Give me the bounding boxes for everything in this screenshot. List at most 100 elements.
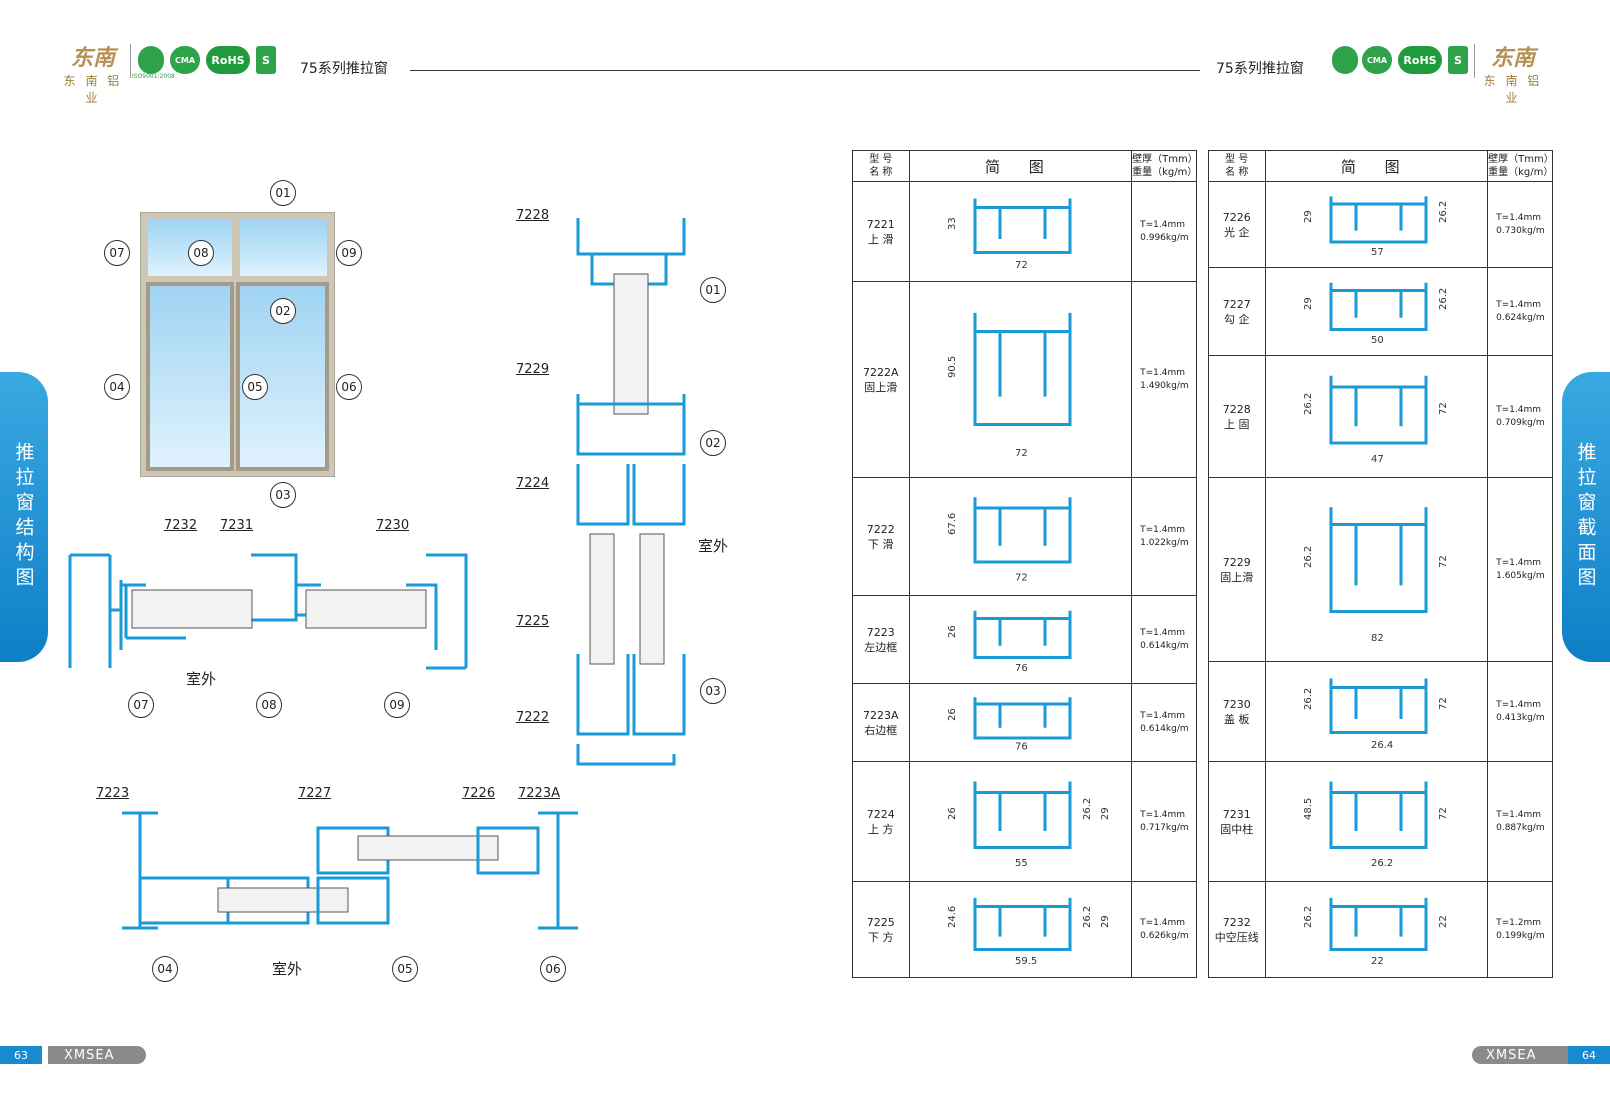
profile-code: 7223 bbox=[866, 625, 895, 639]
profile-code-label: 7223A bbox=[518, 786, 560, 801]
profile-name: 上 固 bbox=[1224, 417, 1250, 431]
dimension-label: 29 bbox=[1303, 297, 1314, 310]
wall-thickness: T=1.4mm bbox=[1496, 404, 1541, 415]
profile-section-drawing: 48.526.272 bbox=[1303, 781, 1449, 869]
dimension-label: 26 bbox=[947, 625, 958, 638]
dimension-label: 26.2 bbox=[1371, 858, 1393, 869]
dimension-label: 26.2 bbox=[1082, 798, 1093, 820]
dimension-label: 57 bbox=[1371, 247, 1384, 258]
profile-code-label: 7229 bbox=[516, 362, 550, 377]
profile-code-label: 7226 bbox=[462, 786, 496, 801]
profile-section-drawing: 67.672 bbox=[947, 497, 1072, 583]
wall-thickness: T=1.4mm bbox=[1140, 367, 1186, 378]
profile-outline bbox=[1329, 897, 1428, 951]
profile-outline bbox=[973, 497, 1072, 564]
profile-outline bbox=[973, 781, 1072, 849]
profile-code: 7226 bbox=[1222, 210, 1251, 224]
profile-code: 7232 bbox=[1222, 915, 1251, 929]
rohs-cert-icon: RoHS bbox=[206, 46, 250, 74]
position-marker: 09 bbox=[384, 692, 410, 718]
profile-outline bbox=[973, 610, 1072, 659]
profile-code: 7230 bbox=[1222, 697, 1251, 711]
unit-weight: 1.605kg/m bbox=[1496, 570, 1545, 581]
wall-thickness: T=1.4mm bbox=[1140, 524, 1186, 535]
col-header-model: 型 号 名 称 bbox=[1208, 150, 1266, 182]
dimension-label: 72 bbox=[1015, 260, 1028, 271]
unit-weight: 1.490kg/m bbox=[1140, 380, 1189, 391]
series-title-right: 75系列推拉窗 bbox=[1216, 61, 1304, 77]
col-header-diagram: 简 图 bbox=[1264, 150, 1489, 182]
iso-cert-icon bbox=[1332, 46, 1358, 74]
position-marker: 08 bbox=[188, 240, 214, 266]
col-header-spec: 壁厚（Tmm） 重量（kg/m） bbox=[1487, 150, 1554, 182]
brand-mark: 东南 bbox=[70, 45, 115, 71]
profile-name: 左边框 bbox=[864, 640, 898, 654]
profile-code-label: 7232 bbox=[164, 518, 198, 533]
divider bbox=[1474, 44, 1475, 78]
unit-weight: 0.717kg/m bbox=[1140, 822, 1189, 833]
position-marker: 05 bbox=[242, 374, 268, 400]
dimension-label: 26.2 bbox=[1303, 393, 1314, 415]
profile-code: 7221 bbox=[866, 217, 895, 231]
brand-mark: 东南 bbox=[1490, 45, 1535, 71]
unit-weight: 0.626kg/m bbox=[1140, 930, 1189, 941]
cma-cert-icon: CMA bbox=[1362, 46, 1392, 74]
cma-cert-icon: CMA bbox=[170, 46, 200, 74]
profile-code: 7228 bbox=[1222, 402, 1251, 416]
dimension-label: 59.5 bbox=[1015, 956, 1037, 967]
dimension-label: 22 bbox=[1371, 956, 1384, 967]
profile-name: 勾 企 bbox=[1224, 312, 1250, 326]
profile-name: 光 企 bbox=[1224, 225, 1250, 239]
side-tab-right[interactable]: 推拉窗截面图 bbox=[1562, 372, 1610, 662]
col-header-diagram: 简 图 bbox=[908, 150, 1133, 182]
wall-thickness: T=1.4mm bbox=[1140, 809, 1186, 820]
position-marker: 06 bbox=[336, 374, 362, 400]
iso-cert-icon bbox=[138, 46, 164, 74]
wall-thickness: T=1.4mm bbox=[1140, 219, 1186, 230]
profile-name: 右边框 bbox=[864, 723, 898, 737]
profile-name: 上 方 bbox=[868, 822, 894, 836]
wall-thickness: T=1.4mm bbox=[1140, 627, 1186, 638]
side-tab-left[interactable]: 推拉窗结构图 bbox=[0, 372, 48, 662]
profile-name: 中空压线 bbox=[1214, 930, 1259, 944]
profile-outline bbox=[1329, 282, 1428, 331]
profile-name: 固上滑 bbox=[864, 380, 898, 394]
dimension-label: 72 bbox=[1438, 555, 1449, 568]
unit-weight: 0.709kg/m bbox=[1496, 417, 1545, 428]
profile-section-drawing: 26.226.472 bbox=[1303, 678, 1449, 751]
position-marker: 02 bbox=[270, 298, 296, 324]
dimension-label: 90.5 bbox=[947, 356, 958, 378]
dimension-label: 55 bbox=[1015, 858, 1028, 869]
dimension-label: 29 bbox=[1100, 915, 1111, 928]
profile-code: 7222A bbox=[863, 365, 899, 379]
page-number-left: 63 bbox=[0, 1046, 42, 1064]
profile-name: 固上滑 bbox=[1220, 570, 1254, 584]
